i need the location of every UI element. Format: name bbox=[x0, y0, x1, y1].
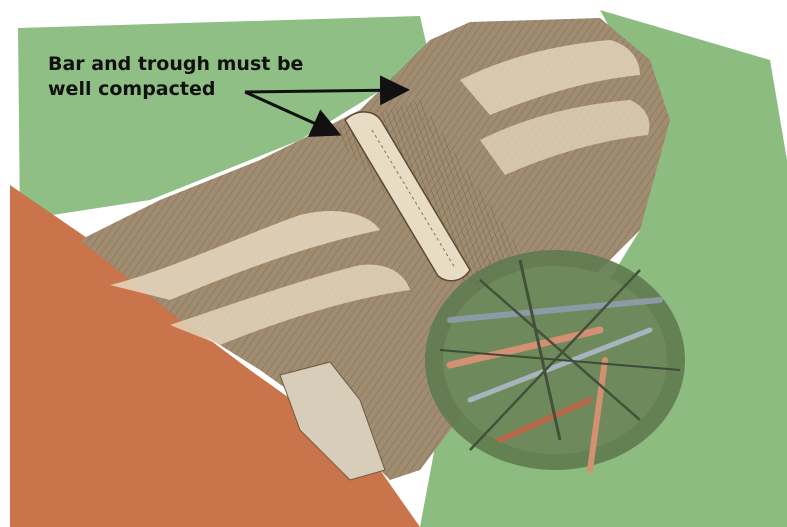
callout-line-1: Bar and trough must be bbox=[48, 52, 303, 77]
callout-line-2: well compacted bbox=[48, 77, 303, 102]
brush-pile bbox=[425, 250, 685, 470]
compaction-callout: Bar and trough must be well compacted bbox=[48, 52, 303, 102]
